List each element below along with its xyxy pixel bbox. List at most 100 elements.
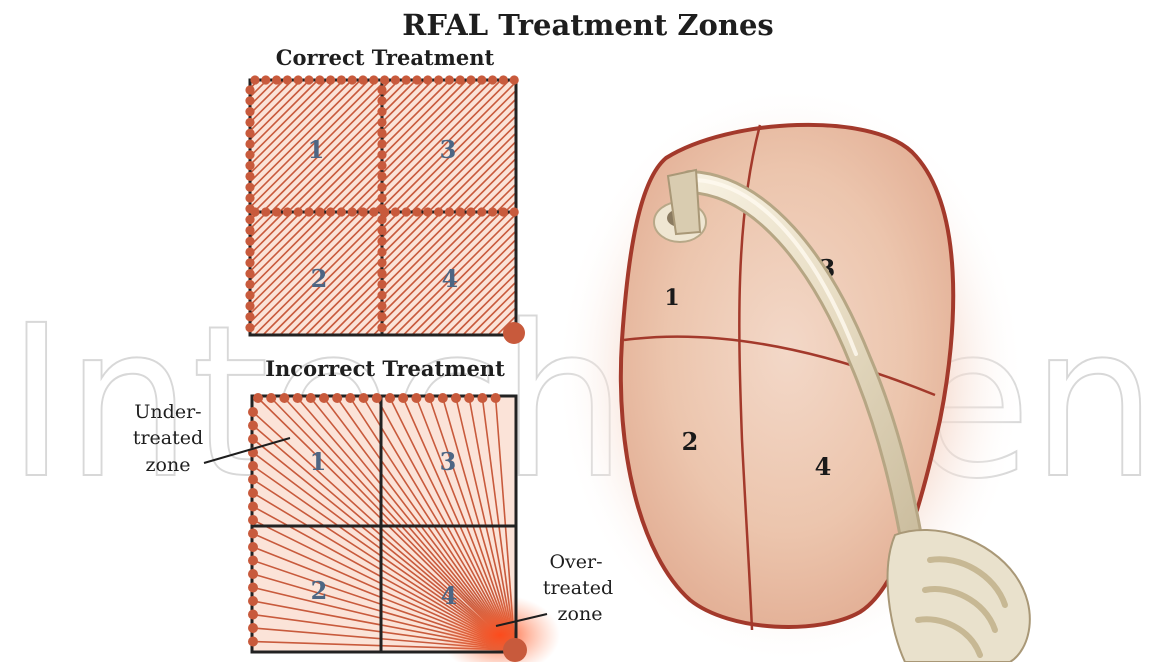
entry-dot	[248, 596, 258, 606]
entry-dot	[326, 75, 335, 84]
entry-dot	[272, 207, 281, 216]
entry-dot	[319, 393, 329, 403]
correct-panel-heading: Correct Treatment	[276, 45, 495, 70]
entry-dot	[477, 207, 486, 216]
entry-dot	[377, 139, 386, 148]
entry-dot	[423, 75, 432, 84]
entry-dot	[369, 75, 378, 84]
entry-dot	[245, 280, 254, 289]
entry-dot	[248, 542, 258, 552]
entry-dot	[245, 107, 254, 116]
entry-dot	[245, 96, 254, 105]
entry-dot	[337, 75, 346, 84]
entry-dot	[464, 393, 474, 403]
entry-dot	[377, 129, 386, 138]
entry-dot	[250, 75, 259, 84]
entry-dot	[248, 502, 258, 512]
entry-dot	[245, 269, 254, 278]
entry-dot	[510, 75, 519, 84]
entry-dot	[245, 258, 254, 267]
entry-dot	[358, 75, 367, 84]
entry-dot	[412, 207, 421, 216]
entry-dot	[245, 161, 254, 170]
entry-dot	[391, 207, 400, 216]
entry-dot	[411, 393, 421, 403]
entry-dot	[293, 393, 303, 403]
entry-dot	[377, 312, 386, 321]
entry-dot	[488, 207, 497, 216]
entry-dot	[326, 207, 335, 216]
illustration-zone-2: 2	[682, 427, 699, 456]
entry-dot	[385, 393, 395, 403]
entry-dot	[245, 226, 254, 235]
entry-dot	[377, 161, 386, 170]
entry-dot	[359, 393, 369, 403]
entry-dot	[456, 75, 465, 84]
entry-dot	[248, 434, 258, 444]
entry-dot	[434, 207, 443, 216]
entry-dot	[248, 421, 258, 431]
overtreated-label-line-2: treated	[543, 577, 613, 599]
entry-dot	[248, 583, 258, 593]
entry-dot	[445, 75, 454, 84]
undertreated-label-line-1: Under-	[134, 401, 201, 423]
entry-dot	[248, 610, 258, 620]
entry-dot	[425, 393, 435, 403]
entry-dot	[283, 207, 292, 216]
entry-dot	[315, 207, 324, 216]
entry-dot	[248, 461, 258, 471]
entry-dot	[245, 183, 254, 192]
entry-dot	[377, 107, 386, 116]
entry-dot	[345, 393, 355, 403]
entry-dot	[377, 96, 386, 105]
undertreated-label-line-2: treated	[133, 427, 203, 449]
entry-dot	[245, 312, 254, 321]
entry-dot	[245, 85, 254, 94]
entry-dot	[377, 204, 386, 213]
entry-dot	[245, 118, 254, 127]
correct-zone-2: 2	[311, 264, 328, 293]
entry-dot	[380, 75, 389, 84]
entry-dot	[377, 226, 386, 235]
entry-dot	[245, 247, 254, 256]
entry-dot	[304, 207, 313, 216]
entry-dot	[248, 623, 258, 633]
entry-dot	[377, 301, 386, 310]
entry-dot	[391, 75, 400, 84]
entry-dot	[445, 207, 454, 216]
incorrect-zone-3: 3	[440, 447, 457, 476]
entry-dot	[466, 207, 475, 216]
entry-dot	[451, 393, 461, 403]
entry-dot	[245, 301, 254, 310]
entry-dot	[279, 393, 289, 403]
entry-dot	[412, 75, 421, 84]
entry-dot	[245, 291, 254, 300]
figure-title: RFAL Treatment Zones	[402, 8, 773, 42]
entry-dot	[377, 85, 386, 94]
entry-dot	[245, 215, 254, 224]
entry-dot	[245, 323, 254, 332]
illustration-zone-4: 4	[815, 452, 832, 481]
entry-dot	[294, 207, 303, 216]
entry-dot	[499, 207, 508, 216]
entry-dot	[477, 75, 486, 84]
correct-zone-4: 4	[442, 264, 459, 293]
overtreated-label-line-1: Over-	[549, 551, 602, 573]
entry-dot	[377, 247, 386, 256]
entry-dot	[377, 323, 386, 332]
entry-dot	[248, 488, 258, 498]
incorrect-zone-2: 2	[311, 576, 328, 605]
treatment-illustration: 1 3 2 4	[555, 85, 1030, 662]
entry-dot	[306, 393, 316, 403]
correct-corner-port	[503, 322, 525, 344]
entry-dot	[337, 207, 346, 216]
entry-dot	[434, 75, 443, 84]
entry-dot	[245, 150, 254, 159]
illustration-zone-1: 1	[664, 285, 679, 311]
entry-dot	[377, 291, 386, 300]
entry-dot	[377, 193, 386, 202]
entry-dot	[377, 118, 386, 127]
entry-dot	[348, 207, 357, 216]
entry-dot	[466, 75, 475, 84]
